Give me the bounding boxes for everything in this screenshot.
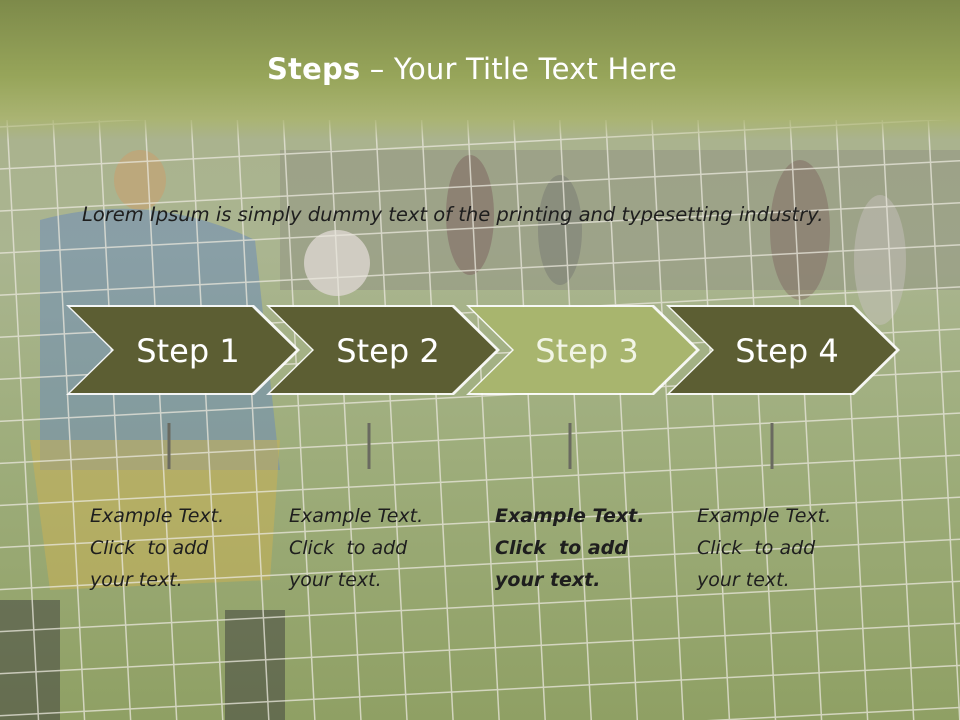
step-4-line-2: Click to add	[697, 537, 816, 559]
step-3-line-2: Click to add	[495, 537, 628, 559]
step-2-line-2: Click to add	[289, 537, 408, 559]
step-4-chevron[interactable]: Step 4	[666, 305, 900, 395]
step-1-description[interactable]: Example Text. Click to add your text.	[90, 500, 265, 596]
title-rest: – Your Title Text Here	[360, 52, 678, 86]
step-2-line-3: your text.	[289, 569, 382, 591]
step-1-label: Step 1	[136, 332, 239, 370]
step-4-label: Step 4	[735, 332, 838, 370]
step-1-line-3: your text.	[90, 569, 183, 591]
step-3-label: Step 3	[535, 332, 638, 370]
step-2-chevron[interactable]: Step 2	[266, 305, 500, 395]
step-4-line-1: Example Text.	[697, 505, 832, 527]
step-2-description[interactable]: Example Text. Click to add your text.	[289, 500, 464, 596]
slide-title: Steps – Your Title Text Here	[0, 52, 944, 86]
step-4-line-3: your text.	[697, 569, 790, 591]
step-1-line-1: Example Text.	[90, 505, 225, 527]
title-bold: Steps	[266, 52, 361, 86]
step-3-line-3: your text.	[495, 569, 601, 591]
step-1-line-2: Click to add	[90, 537, 209, 559]
step-3-description[interactable]: Example Text. Click to add your text.	[495, 500, 670, 596]
step-4-description[interactable]: Example Text. Click to add your text.	[697, 500, 872, 596]
step-1-chevron[interactable]: Step 1	[66, 305, 300, 395]
step-2-line-1: Example Text.	[289, 505, 424, 527]
step-3-chevron[interactable]: Step 3	[466, 305, 700, 395]
intro-text: Lorem Ipsum is simply dummy text of the …	[82, 203, 824, 226]
step-3-line-1: Example Text.	[495, 505, 645, 527]
step-2-label: Step 2	[336, 332, 439, 370]
title-band	[0, 0, 960, 140]
